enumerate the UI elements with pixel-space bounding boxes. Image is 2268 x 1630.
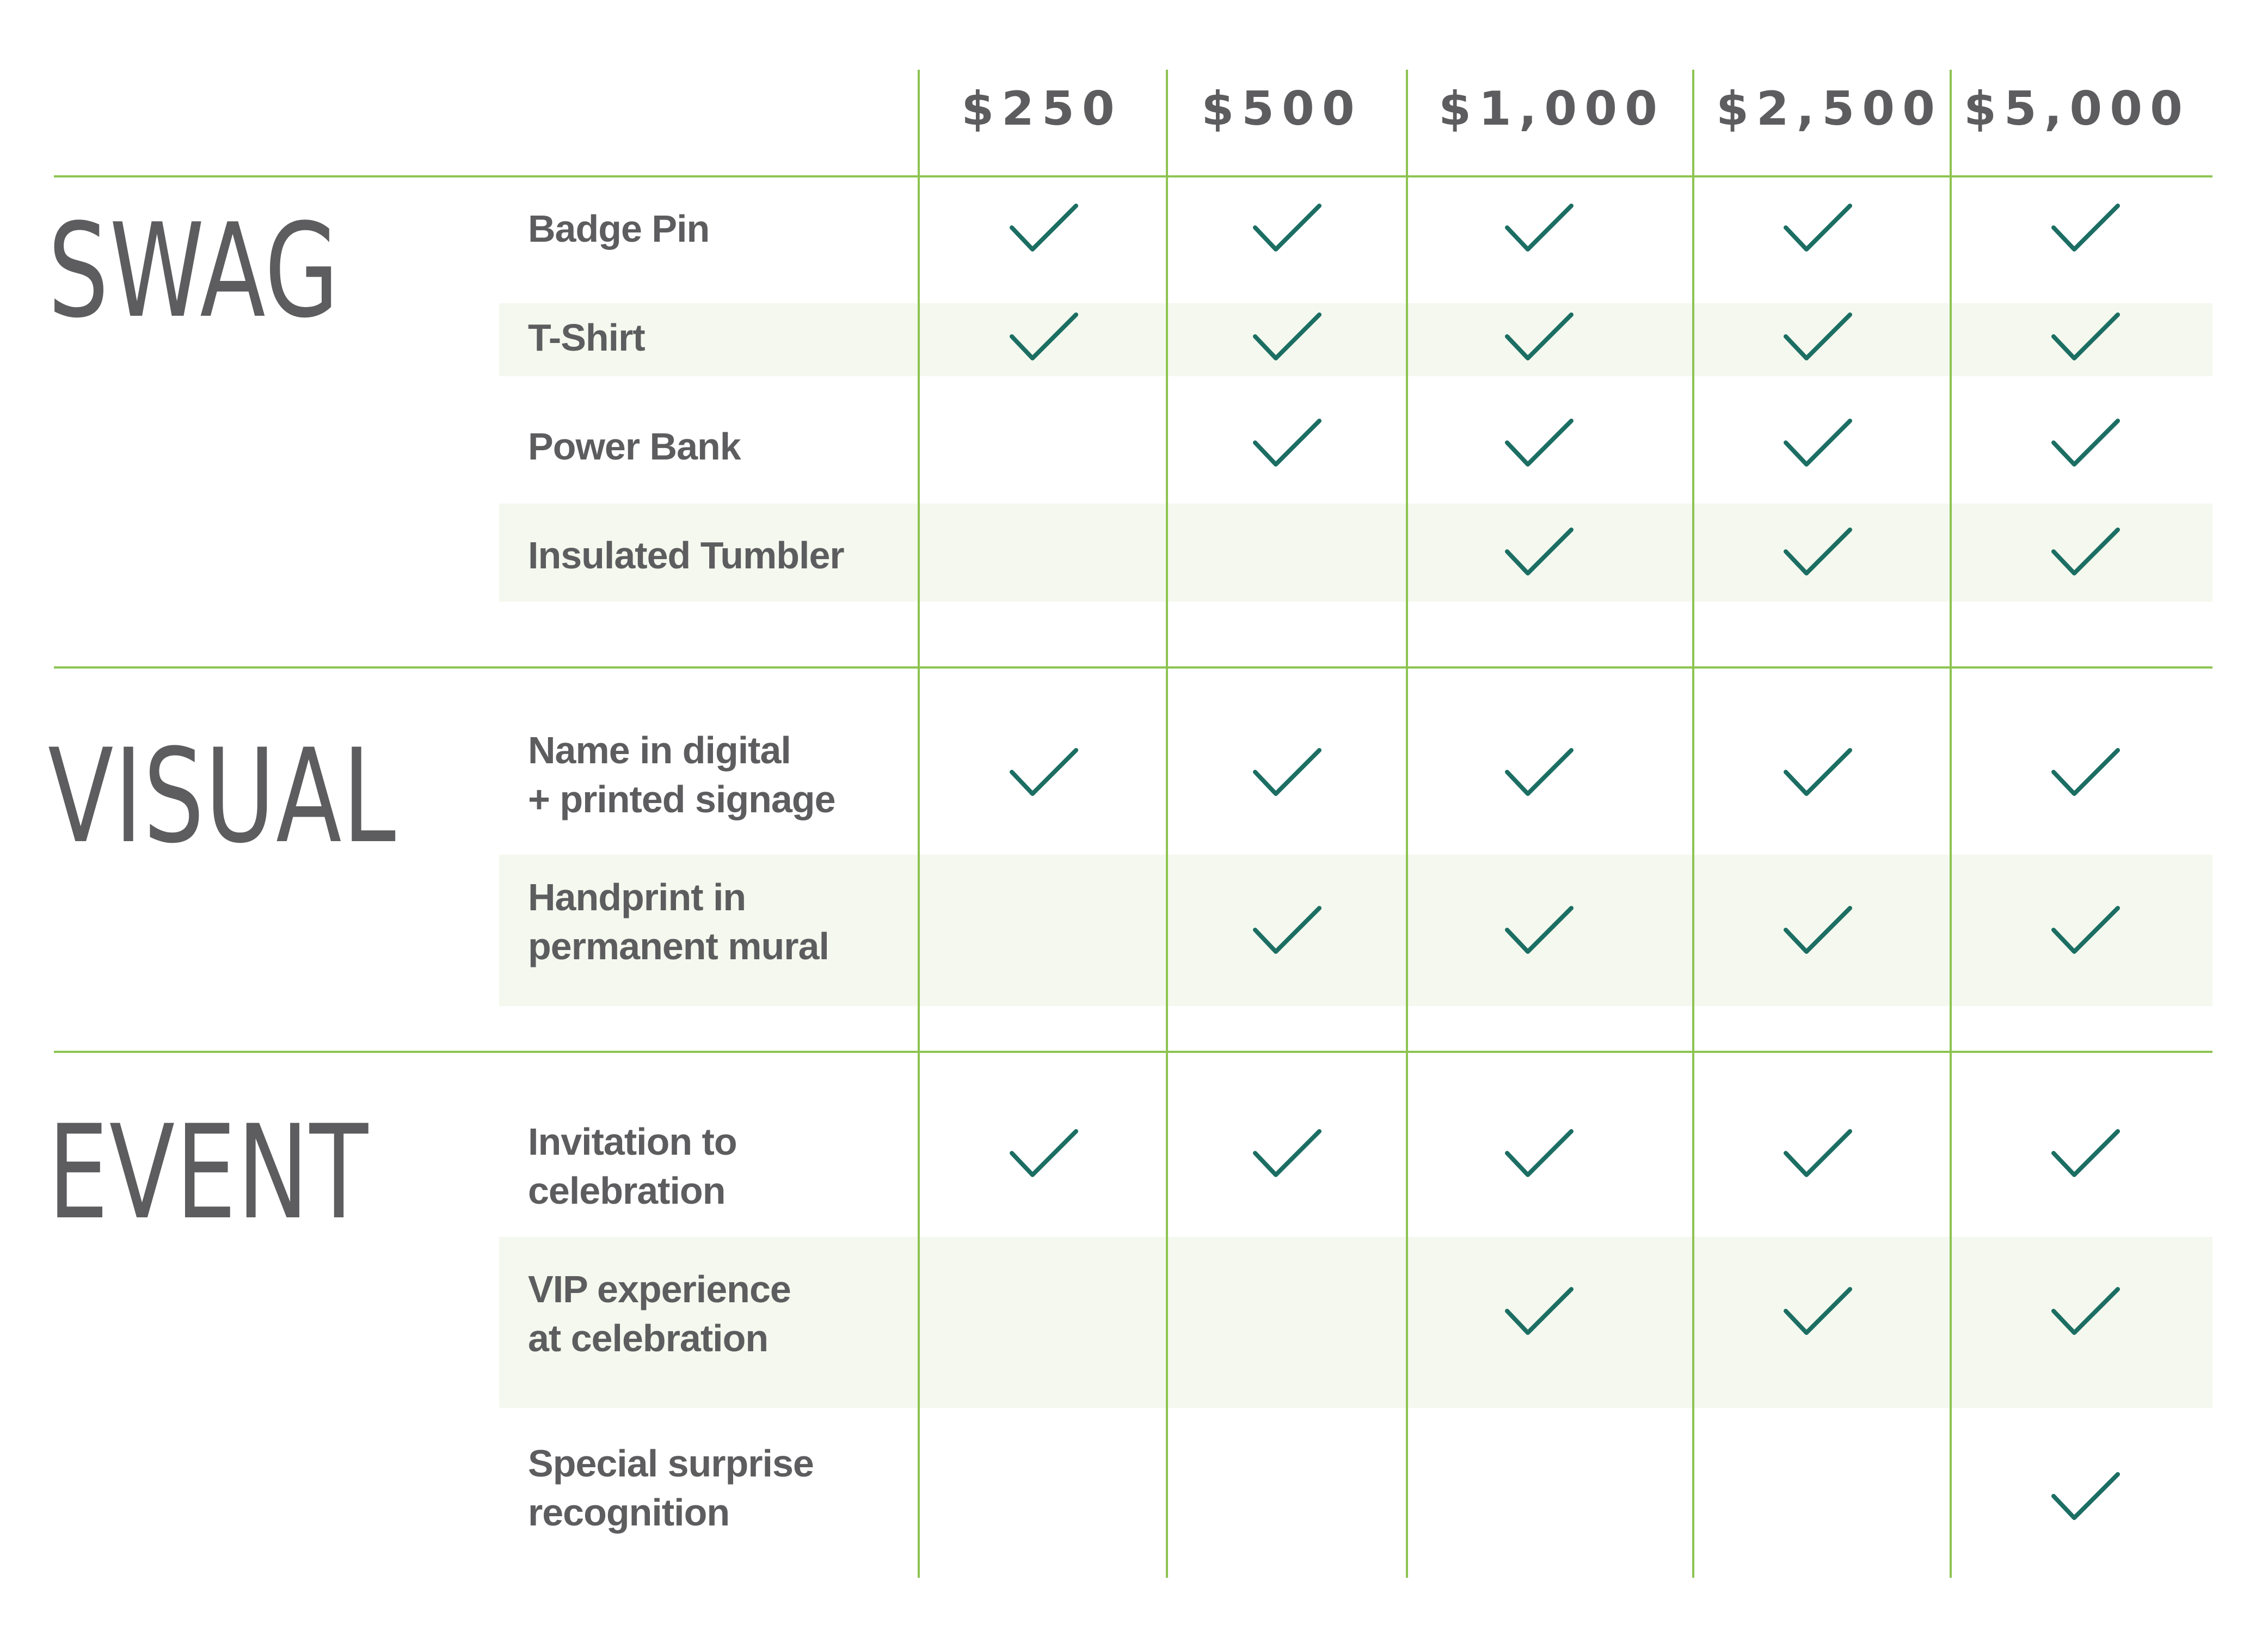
check-icon: [2050, 746, 2121, 800]
row-band: [499, 504, 2212, 602]
check-icon: [2050, 904, 2121, 958]
section-rule: [54, 666, 2212, 669]
check-icon: [1783, 1285, 1853, 1339]
tier-header-1000: $1,000: [1439, 82, 1665, 136]
item-label-surprise-recognition: Special surprise recognition: [528, 1442, 814, 1534]
check-icon: [2050, 1127, 2121, 1181]
check-icon: [1504, 525, 1575, 580]
check-icon: [1009, 746, 1079, 800]
check-icon: [2050, 1470, 2121, 1524]
tier-header-250: $250: [961, 82, 1122, 136]
check-icon: [2050, 525, 2121, 580]
check-icon: [1783, 904, 1853, 958]
check-icon: [2050, 201, 2121, 256]
check-icon: [1783, 310, 1853, 365]
check-icon: [1252, 310, 1323, 365]
check-icon: [2050, 1285, 2121, 1339]
header-rule: [54, 175, 2212, 177]
check-icon: [1783, 746, 1853, 800]
column-rule: [918, 70, 920, 1578]
check-icon: [2050, 310, 2121, 365]
check-icon: [1504, 310, 1575, 365]
section-title-swag: SWAG: [48, 196, 340, 347]
tier-header-5000: $5,000: [1964, 82, 2190, 136]
item-label-t-shirt: T-Shirt: [528, 316, 646, 359]
check-icon: [1252, 1127, 1323, 1181]
check-icon: [1504, 904, 1575, 958]
item-label-power-bank: Power Bank: [528, 425, 741, 468]
column-rule: [1950, 70, 1952, 1578]
row-band: [499, 1237, 2212, 1408]
check-icon: [1504, 416, 1575, 471]
row-band: [499, 855, 2212, 1006]
column-rule: [1406, 70, 1408, 1578]
check-icon: [1504, 746, 1575, 800]
check-icon: [1252, 746, 1323, 800]
check-icon: [1009, 310, 1079, 365]
check-icon: [1504, 1127, 1575, 1181]
section-title-visual: VISUAL: [48, 721, 397, 872]
column-rule: [1166, 70, 1168, 1578]
item-label-vip-experience: VIP experience at celebration: [528, 1268, 791, 1359]
column-rule: [1692, 70, 1694, 1578]
section-title-event: EVENT: [48, 1098, 369, 1248]
check-icon: [1252, 904, 1323, 958]
check-icon: [1009, 201, 1079, 256]
tier-header-2500: $2,500: [1716, 82, 1943, 136]
tier-header-500: $500: [1201, 82, 1362, 136]
item-label-badge-pin: Badge Pin: [528, 207, 710, 250]
item-label-invitation: Invitation to celebration: [528, 1120, 737, 1212]
check-icon: [1252, 201, 1323, 256]
check-icon: [1783, 525, 1853, 580]
item-label-signage: Name in digital + printed signage: [528, 729, 836, 820]
section-rule: [54, 1051, 2212, 1053]
check-icon: [1252, 416, 1323, 471]
check-icon: [1783, 416, 1853, 471]
check-icon: [1009, 1127, 1079, 1181]
check-icon: [1504, 1285, 1575, 1339]
item-label-handprint-mural: Handprint in permanent mural: [528, 876, 829, 967]
row-band: [499, 303, 2212, 376]
check-icon: [1783, 201, 1853, 256]
check-icon: [1504, 201, 1575, 256]
check-icon: [1783, 1127, 1853, 1181]
check-icon: [2050, 416, 2121, 471]
item-label-insulated-tumbler: Insulated Tumbler: [528, 534, 845, 577]
